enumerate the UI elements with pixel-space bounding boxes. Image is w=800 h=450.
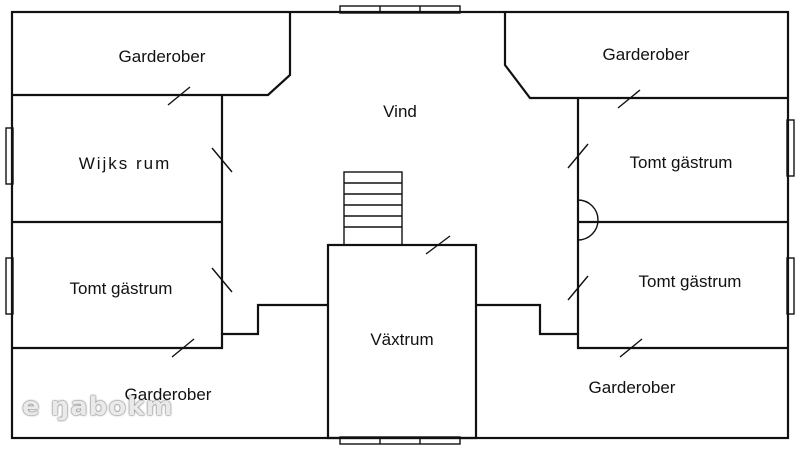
door-garderober-top-right	[617, 89, 641, 109]
window-top	[339, 5, 461, 14]
label-garderober-bottom-right: Garderober	[589, 378, 676, 397]
label-tomt-gastrum-left: Tomt gästrum	[70, 279, 173, 298]
door-wijks-rum	[211, 147, 233, 173]
label-garderober-top-left: Garderober	[119, 47, 206, 66]
label-vaxtrum: Växtrum	[370, 330, 433, 349]
doors	[167, 86, 643, 358]
label-vind: Vind	[383, 102, 417, 121]
window-left-upper	[5, 127, 14, 185]
door-garderober-bottom-right	[619, 338, 643, 358]
wall-garderober-top-right	[503, 12, 788, 100]
label-wijks-rum: Wijks rum	[79, 154, 172, 173]
staircase	[343, 171, 403, 246]
door-garderober-top-left	[167, 86, 191, 106]
label-garderober-top-right: Garderober	[603, 45, 690, 64]
wall-right-lower	[476, 303, 788, 350]
window-right-lower	[786, 257, 795, 315]
door-tomt-gastrum-right-upper	[567, 143, 589, 169]
door-tomt-gastrum-right-lower	[567, 275, 589, 301]
stove-niche	[577, 199, 599, 241]
window-right-upper	[786, 119, 795, 177]
window-left-lower	[5, 257, 14, 315]
label-tomt-gastrum-right-upper: Tomt gästrum	[630, 153, 733, 172]
door-vaxtrum	[425, 235, 451, 255]
room-labels: Garderober Garderober Vind Wijks rum Tom…	[70, 45, 742, 404]
wall-left-lower	[12, 303, 328, 350]
windows	[5, 5, 795, 445]
label-tomt-gastrum-right-lower: Tomt gästrum	[639, 272, 742, 291]
label-garderober-bottom-left: Garderober	[125, 385, 212, 404]
wall-garderober-top-left	[12, 12, 292, 97]
door-garderober-bottom-left	[171, 338, 195, 358]
outer-wall	[10, 10, 790, 440]
stairs-outline	[343, 171, 403, 246]
watermark-logo: e ŋabokm	[22, 392, 174, 422]
door-tomt-gastrum-left	[211, 267, 233, 293]
interior-walls	[12, 12, 788, 440]
outer-walls	[10, 10, 790, 440]
